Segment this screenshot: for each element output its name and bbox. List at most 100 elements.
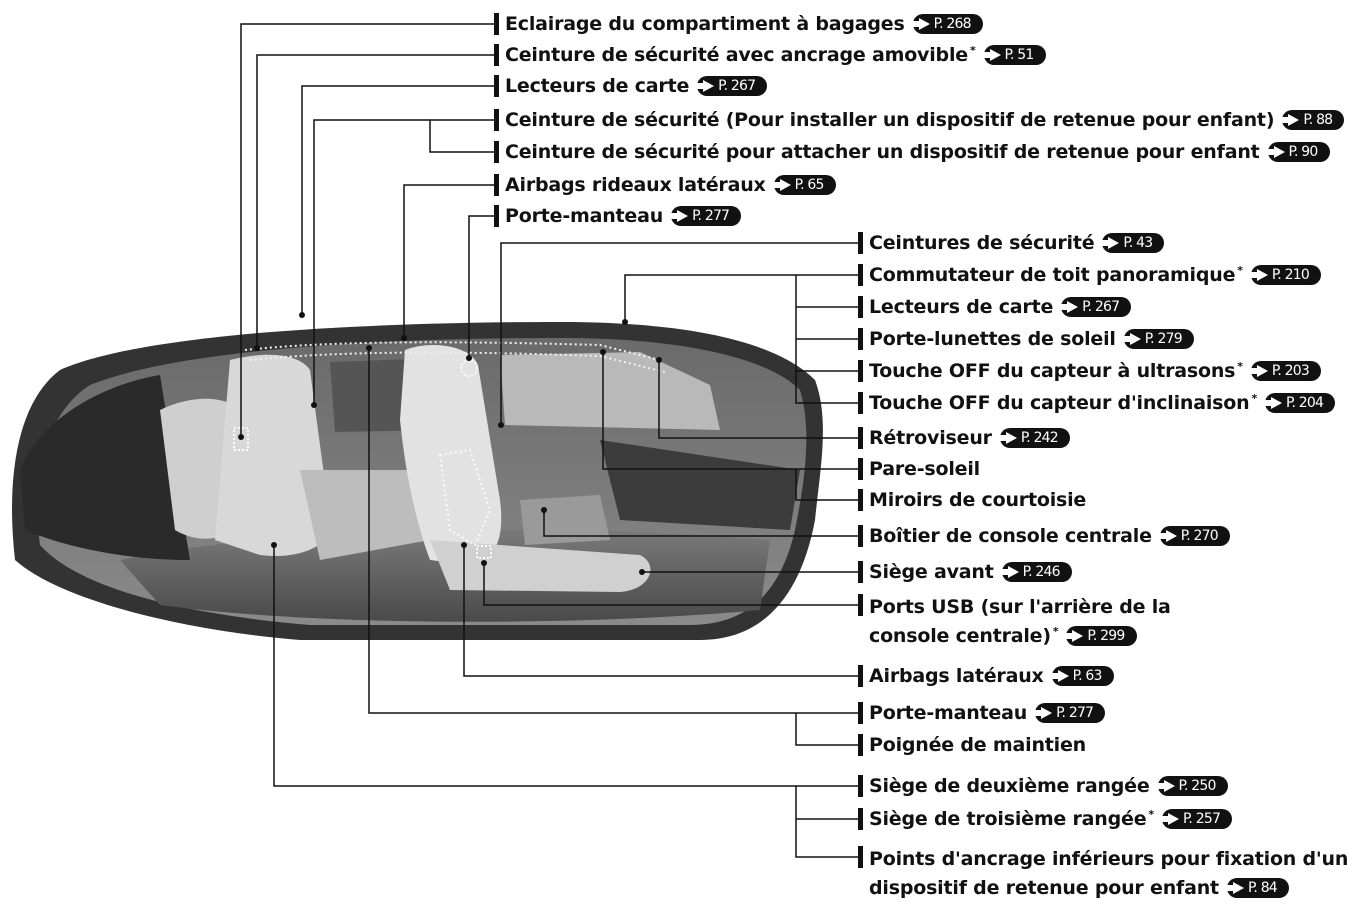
page-reference-text: P. 204 — [1286, 395, 1324, 411]
label-bar — [858, 561, 863, 583]
label-text: Ceinture de sécurité avec ancrage amovib… — [505, 44, 968, 66]
callout-label-6: Porte-manteau P. 277 — [494, 204, 742, 228]
page-reference-badge[interactable]: P. 268 — [912, 14, 983, 34]
page-reference-badge[interactable]: P. 277 — [671, 206, 742, 226]
reference-arrow-icon — [983, 49, 1001, 61]
optional-asterisk: * — [1052, 625, 1059, 638]
label-text: Lecteurs de carte — [505, 75, 690, 97]
page-reference-text: P. 267 — [1082, 299, 1120, 315]
label-bar — [858, 489, 863, 511]
page-reference-badge[interactable]: P. 246 — [1001, 562, 1072, 582]
label-bar — [858, 264, 863, 286]
reference-arrow-icon — [1250, 269, 1268, 281]
page-reference-badge[interactable]: P. 267 — [1061, 297, 1132, 317]
label-bar — [858, 427, 863, 449]
reference-arrow-icon — [1159, 530, 1177, 542]
page-reference-badge[interactable]: P. 65 — [773, 175, 836, 195]
callout-label-17: Siège avant P. 246 — [858, 560, 1072, 584]
page-reference-badge[interactable]: P. 299 — [1066, 626, 1137, 646]
label-bar — [858, 392, 863, 414]
page-reference-badge[interactable]: P. 250 — [1157, 776, 1228, 796]
page-reference-text: P. 203 — [1271, 363, 1310, 379]
label-bar — [494, 109, 499, 131]
label-bar — [858, 458, 863, 480]
label-text: Porte-manteau — [505, 205, 664, 227]
reference-arrow-icon — [1267, 146, 1285, 158]
callout-label-16: Boîtier de console centrale P. 270 — [858, 524, 1230, 548]
leader-endpoints — [238, 312, 662, 575]
reference-arrow-icon — [697, 80, 715, 92]
label-text-line2: dispositif de retenue pour enfant P. 84 — [869, 874, 1348, 903]
reference-arrow-icon — [1001, 566, 1019, 578]
reference-arrow-icon — [999, 432, 1017, 444]
label-text: Lecteurs de carte — [869, 296, 1054, 318]
page-reference-badge[interactable]: P. 88 — [1282, 110, 1345, 130]
label-text-continued: dispositif de retenue pour enfant — [869, 877, 1219, 899]
page-reference-badge[interactable]: P. 90 — [1267, 142, 1330, 162]
reference-arrow-icon — [1161, 813, 1179, 825]
callout-label-12: Touche OFF du capteur d'inclinaison* P. 2… — [858, 391, 1336, 415]
label-bar — [858, 665, 863, 687]
reference-arrow-icon — [1066, 630, 1084, 642]
page-reference-text: P. 65 — [794, 177, 825, 193]
page-reference-badge[interactable]: P. 270 — [1159, 526, 1230, 546]
label-bar — [858, 594, 863, 616]
label-bar — [494, 44, 499, 66]
label-bar — [858, 846, 863, 868]
page-reference-text: P. 90 — [1288, 144, 1319, 160]
label-text: Points d'ancrage inférieurs pour fixatio… — [869, 848, 1348, 870]
callout-label-19: Airbags latéraux P. 63 — [858, 664, 1114, 688]
label-text: Poignée de maintien — [869, 734, 1086, 756]
reference-arrow-icon — [1250, 365, 1268, 377]
label-bar — [858, 775, 863, 797]
reference-arrow-icon — [912, 18, 930, 30]
page-reference-badge[interactable]: P. 277 — [1035, 703, 1106, 723]
label-text: Eclairage du compartiment à bagages — [505, 13, 905, 35]
page-reference-text: P. 279 — [1144, 331, 1183, 347]
leader-lines — [240, 23, 861, 858]
page-reference-badge[interactable]: P. 257 — [1161, 809, 1233, 829]
label-text: Touche OFF du capteur d'inclinaison — [869, 392, 1250, 414]
page-reference-badge[interactable]: P. 279 — [1123, 329, 1194, 349]
optional-asterisk: * — [1148, 807, 1154, 821]
page-reference-badge[interactable]: P. 204 — [1265, 393, 1336, 413]
label-bar — [494, 141, 499, 163]
page-reference-badge[interactable]: P. 210 — [1250, 265, 1321, 285]
callout-label-14: Pare-soleil — [858, 457, 980, 481]
label-bar — [858, 296, 863, 318]
label-bar — [858, 734, 863, 756]
reference-arrow-icon — [1282, 114, 1300, 126]
reference-arrow-icon — [773, 179, 791, 191]
page-reference-text: P. 267 — [718, 78, 756, 94]
label-text: Pare-soleil — [869, 458, 980, 480]
optional-asterisk: * — [969, 43, 976, 57]
callout-label-24: Points d'ancrage inférieurs pour fixatio… — [858, 845, 1348, 903]
optional-asterisk: * — [1251, 391, 1257, 405]
label-text: Miroirs de courtoisie — [869, 489, 1087, 511]
label-bar — [858, 702, 863, 724]
page-reference-badge[interactable]: P. 51 — [983, 45, 1046, 65]
page-reference-text: P. 51 — [1004, 47, 1035, 63]
optional-asterisk: * — [1237, 263, 1243, 277]
label-text: Airbags rideaux latéraux — [505, 174, 766, 196]
page-reference-badge[interactable]: P. 63 — [1051, 666, 1114, 686]
callout-label-15: Miroirs de courtoisie — [858, 488, 1086, 512]
reference-arrow-icon — [1123, 333, 1141, 345]
reference-arrow-icon — [1265, 397, 1282, 409]
label-text: Airbags latéraux — [869, 665, 1044, 687]
page-reference-badge[interactable]: P. 267 — [697, 76, 768, 96]
page-reference-badge[interactable]: P. 203 — [1250, 361, 1321, 381]
label-text: Siège avant — [869, 561, 994, 583]
callout-label-3: Ceinture de sécurité (Pour installer un … — [494, 108, 1345, 132]
label-text: Boîtier de console centrale — [869, 525, 1152, 547]
reference-arrow-icon — [1157, 780, 1175, 792]
page-reference-badge[interactable]: P. 242 — [999, 428, 1070, 448]
label-text-continued: console centrale) — [869, 625, 1051, 647]
reference-arrow-icon — [1061, 301, 1079, 313]
page-reference-badge[interactable]: P. 43 — [1102, 233, 1165, 253]
page-reference-badge[interactable]: P. 84 — [1226, 878, 1289, 898]
